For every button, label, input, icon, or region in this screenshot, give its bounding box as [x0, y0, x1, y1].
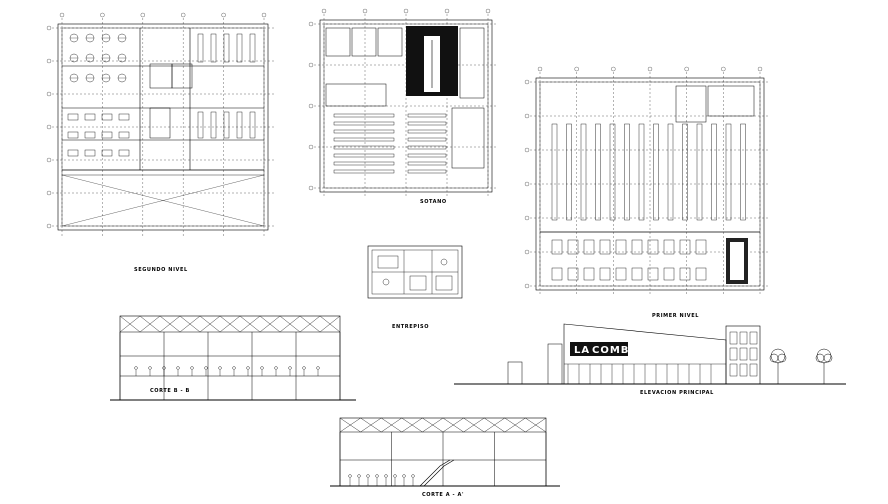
first-floor-label: SEGUNDO NIVEL	[134, 267, 188, 273]
ground-floor-label: PRIMER NIVEL	[652, 313, 699, 319]
section-b-b-label: CORTE B - B	[150, 388, 190, 394]
section-a-a	[330, 417, 560, 487]
ground-floor-plan	[524, 66, 770, 296]
mezzanine-label: ENTREPISO	[392, 324, 429, 330]
main-elevation	[454, 323, 846, 385]
main-elevation-label: ELEVACION PRINCIPAL	[640, 390, 714, 396]
store-sign-left: LA	[574, 345, 590, 356]
section-a-a-label: CORTE A - A'	[422, 492, 464, 498]
store-sign-right: COMBO	[592, 345, 639, 356]
first-floor-plan	[46, 12, 274, 236]
mezzanine-plan	[367, 245, 463, 299]
basement-label: SOTANO	[420, 199, 447, 205]
section-b-b	[110, 315, 356, 401]
basement-plan	[308, 8, 498, 198]
